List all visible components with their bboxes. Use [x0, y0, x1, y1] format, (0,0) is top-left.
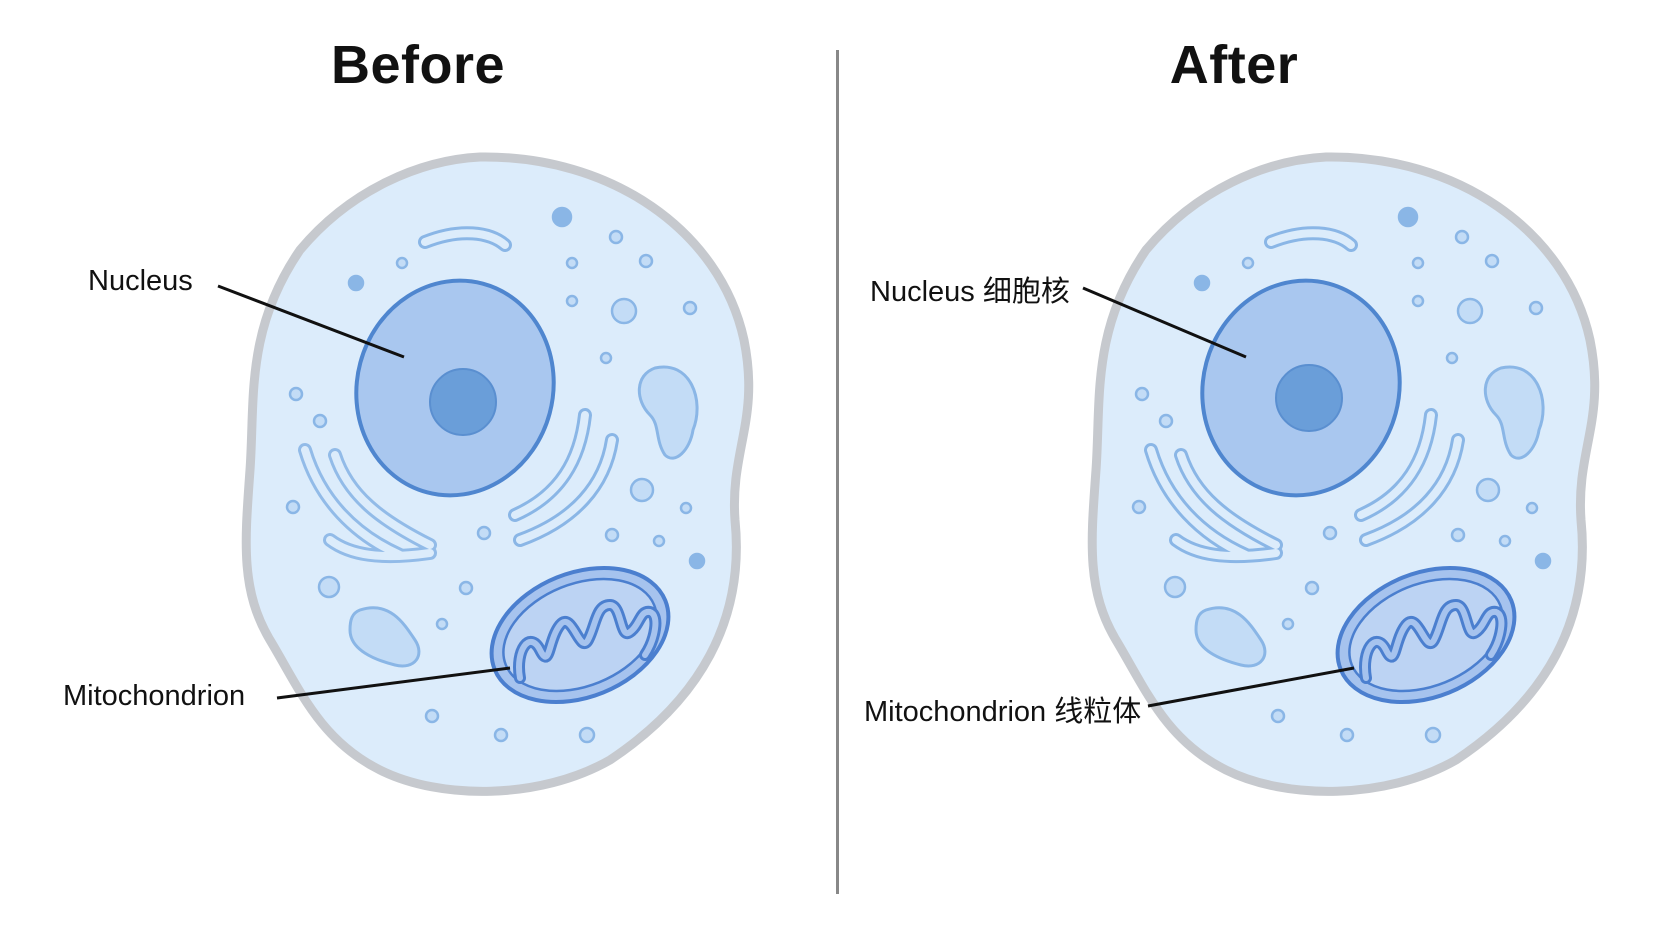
vesicles: [1131, 206, 1552, 744]
nucleolus: [1275, 364, 1343, 432]
mitochondrion-label: Mitochondrion: [63, 680, 246, 712]
mitochondrion-label: Mitochondrion 线粒体: [864, 696, 1142, 728]
mitochondrion: [1335, 565, 1517, 705]
panel-divider: [836, 50, 839, 894]
cell-diagram-after: [1082, 152, 1600, 796]
vacuole-right: [1483, 365, 1545, 460]
nucleus-leader-line: [1082, 286, 1247, 359]
mitochondrion-leader-line: [1147, 666, 1355, 708]
vacuole-left: [348, 606, 421, 668]
nucleus-label: Nucleus 细胞核: [870, 276, 1070, 308]
cell-diagram-before: [217, 152, 754, 796]
mitochondrion: [489, 565, 671, 705]
panel-before: Before: [63, 35, 754, 796]
panel-title-after: After: [1169, 35, 1299, 95]
panel-title-before: Before: [330, 35, 506, 95]
nucleolus: [429, 368, 497, 436]
mitochondrion-leader-line: [276, 666, 511, 700]
nucleus-leader-line: [217, 284, 405, 359]
vesicles: [285, 206, 706, 744]
panel-after: After: [836, 0, 1672, 941]
vacuole-right: [637, 365, 699, 460]
golgi-inner: [511, 411, 616, 544]
nucleus-label: Nucleus: [88, 265, 193, 297]
vacuole-left: [1194, 606, 1267, 668]
er-inner: [301, 446, 434, 561]
